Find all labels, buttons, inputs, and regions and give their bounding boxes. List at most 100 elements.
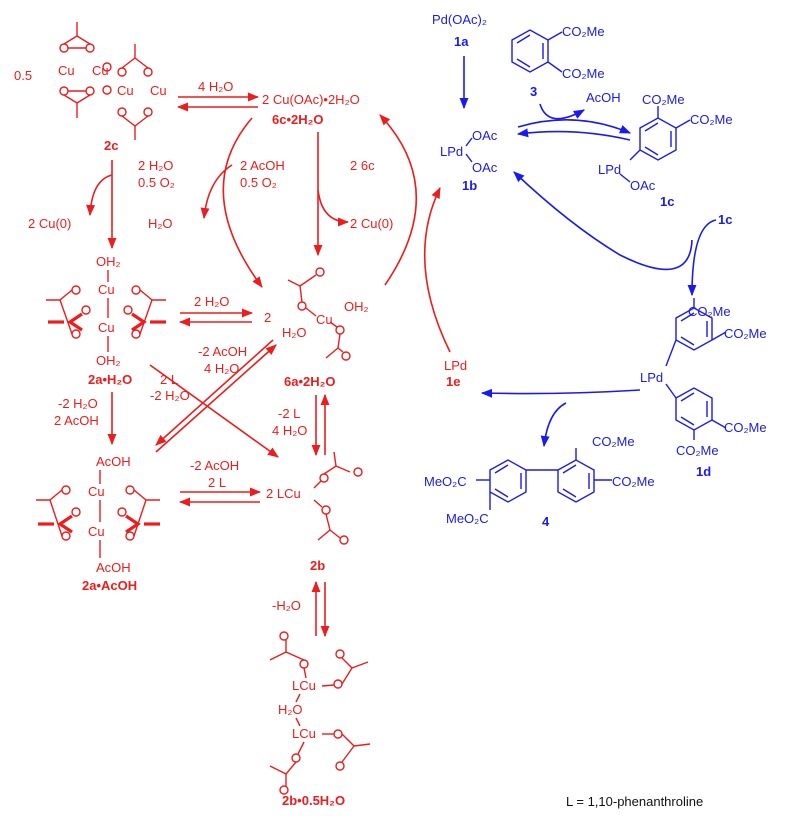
co2me-1d-3: CO₂Me bbox=[724, 420, 767, 435]
coefficient-6a: 2 bbox=[264, 310, 271, 325]
label-2b: 2b bbox=[310, 558, 325, 573]
lpd-1c: LPd bbox=[598, 162, 621, 177]
bonds-1b bbox=[465, 137, 473, 163]
label-3: 3 bbox=[530, 84, 537, 99]
acetate-ligands-6a bbox=[287, 267, 351, 361]
reagent-minus-2-acoh: -2 AcOH bbox=[198, 344, 247, 359]
arrow-1d-to-1e bbox=[480, 388, 641, 398]
cu-atom: Cu bbox=[58, 63, 75, 78]
reagent-2-acoh: 2 AcOH bbox=[240, 158, 285, 173]
cu-atom: Cu bbox=[98, 320, 115, 335]
lcu-upper: LCu bbox=[292, 678, 316, 693]
label-1d: 1d bbox=[696, 464, 711, 479]
paddlewheel-bonds-2a-acoh bbox=[36, 470, 160, 558]
co2me-3-bottom: CO₂Me bbox=[562, 66, 605, 81]
ligand-h2o-6a: H₂O bbox=[282, 325, 307, 340]
cu-atom: Cu bbox=[150, 83, 167, 98]
lpd-1d: LPd bbox=[640, 370, 663, 385]
cu-atom-6a: Cu bbox=[316, 312, 333, 327]
reagent-minus-2-l: -2 L bbox=[278, 406, 300, 421]
arrow-acoh-release bbox=[539, 103, 585, 120]
co2me-1d-2: CO₂Me bbox=[724, 326, 767, 341]
co2me-3-top: CO₂Me bbox=[562, 24, 605, 39]
label-2a-acoh: 2a•AcOH bbox=[82, 578, 137, 593]
reagent-1c: 1c bbox=[718, 212, 732, 227]
arrow-to-product-4 bbox=[540, 402, 567, 448]
co2me-1d-1: CO₂Me bbox=[688, 304, 731, 319]
species-2-lcu: 2 LCu bbox=[266, 486, 301, 501]
ring-compound-1c bbox=[619, 106, 691, 183]
cu-atom: Cu bbox=[117, 83, 134, 98]
lcu-lower: LCu bbox=[292, 726, 316, 741]
ring-compound-3 bbox=[511, 29, 563, 73]
compound-2b: 2 LCu 2b bbox=[266, 451, 363, 573]
equilibrium-6a-2b: -2 L 4 H₂O bbox=[272, 393, 330, 457]
arrow-1e-to-1b bbox=[423, 186, 451, 353]
label-1c: 1c bbox=[660, 194, 674, 209]
axial-oh2-bottom: OH₂ bbox=[96, 353, 121, 368]
rings-compound-1d bbox=[665, 298, 727, 440]
arrow-6a-to-6c bbox=[379, 114, 418, 286]
equilibrium-2c-6c: 4 H₂O bbox=[176, 79, 260, 112]
label-1e: 1e bbox=[446, 374, 460, 389]
oac-1b-top: OAc bbox=[472, 128, 498, 143]
axial-acoh-bottom: AcOH bbox=[96, 560, 131, 575]
co2me-1c-right: CO₂Me bbox=[690, 112, 733, 127]
reagent-4-h2o: 4 H₂O bbox=[198, 79, 233, 94]
reagent-4-h2o-c: 4 H₂O bbox=[272, 423, 307, 438]
label-1a: 1a bbox=[454, 34, 469, 49]
cu-atom: Cu bbox=[92, 63, 109, 78]
label-6a: 6a•2H₂O bbox=[284, 374, 336, 389]
label-2c: 2c bbox=[104, 138, 118, 153]
reagent-2-h2o: 2 H₂O bbox=[138, 158, 173, 173]
equilibrium-2a-6a: 2 H₂O bbox=[178, 294, 254, 327]
axial-acoh-top: AcOH bbox=[96, 454, 131, 469]
arrow-1d-to-1b bbox=[513, 171, 693, 271]
lpd-1b: LPd bbox=[440, 144, 463, 159]
label-2b-hydrate: 2b•0.5H₂O bbox=[282, 793, 345, 808]
equilibrium-2b-hydrate: -H₂O bbox=[272, 580, 330, 638]
meo2c-4-bottom: MeO₂C bbox=[446, 511, 489, 526]
reagent-2-l-b: 2 L bbox=[208, 475, 226, 490]
cu-atom: Cu bbox=[88, 524, 105, 539]
ligand-oh2-6a: OH₂ bbox=[344, 299, 369, 314]
ligand-definition: L = 1,10-phenanthroline bbox=[566, 794, 703, 809]
product-2-cu0-right: 2 Cu(0) bbox=[350, 216, 393, 231]
species-cu-oac-2h2o: 2 Cu(OAc)•2H₂O bbox=[262, 92, 360, 107]
palladium-cycle: Pd(OAc)₂ 1a LPd OAc OAc 1b CO₂Me CO₂Me 3… bbox=[423, 12, 767, 529]
acetate-ligands-2b-hydrate bbox=[269, 631, 371, 795]
label-2a-h2o: 2a•H₂O bbox=[88, 372, 132, 387]
reagent-minus-h2o: -H₂O bbox=[272, 598, 301, 613]
reagent-minus-2-h2o-left: -2 H₂O bbox=[58, 396, 98, 411]
reagent-half-o2-b: 0.5 O₂ bbox=[240, 175, 277, 190]
arrow-1c-to-1b bbox=[516, 128, 631, 141]
axial-oh2-top: OH₂ bbox=[96, 254, 121, 269]
arrows-from-6c: 2 AcOH 0.5 O₂ H₂O 2 6c 2 Cu(0) bbox=[148, 117, 393, 288]
paddlewheel-bonds-2a bbox=[46, 270, 166, 352]
co2me-1d-4: CO₂Me bbox=[676, 443, 719, 458]
label-1b: 1b bbox=[462, 178, 477, 193]
arrow-1b-to-1c bbox=[517, 119, 632, 134]
label-4: 4 bbox=[542, 514, 550, 529]
pd-oac2: Pd(OAc)₂ bbox=[432, 12, 487, 27]
co2me-4-top: CO₂Me bbox=[592, 434, 635, 449]
compound-2a-acoh: AcOH Cu Cu AcOH 2a•AcOH bbox=[36, 454, 160, 593]
label-6c: 6c•2H₂O bbox=[272, 112, 324, 127]
bridging-h2o: H₂O bbox=[278, 702, 303, 717]
reagent-minus-2-h2o: -2 H₂O bbox=[150, 388, 190, 403]
cu-atom: Cu bbox=[88, 484, 105, 499]
acoh-byproduct: AcOH bbox=[586, 90, 621, 105]
coefficient-2c: 0.5 bbox=[14, 68, 32, 83]
reagent-minus-2-acoh-b: -2 AcOH bbox=[190, 458, 239, 473]
compound-2c: 0.5 Cu Cu Cu Cu 2c bbox=[14, 22, 167, 153]
compound-6a: 2 Cu OH₂ H₂O 6a•2H₂O bbox=[264, 267, 369, 389]
cross-arrows: -2 AcOH 4 H₂O 2 L -2 H₂O bbox=[149, 339, 279, 458]
compound-2b-hydrate: LCu H₂O LCu 2b•0.5H₂O bbox=[269, 631, 371, 808]
product-2-cu0-left: 2 Cu(0) bbox=[28, 216, 71, 231]
reagent-half-o2: 0.5 O₂ bbox=[138, 175, 175, 190]
arrow-1c-addition bbox=[687, 219, 717, 297]
reagent-4-h2o-b: 4 H₂O bbox=[204, 361, 239, 376]
reagent-2-l: 2 L bbox=[160, 372, 178, 387]
reagent-2-h2o-mid: 2 H₂O bbox=[194, 294, 229, 309]
